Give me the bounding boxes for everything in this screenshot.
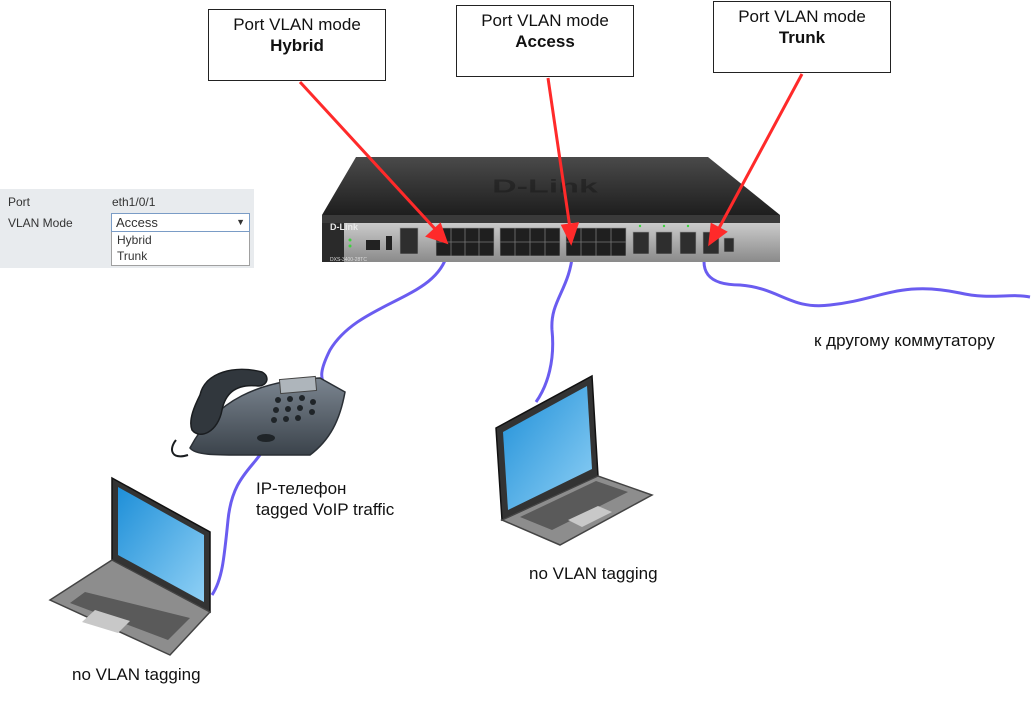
switch-model: DXS-3400-28TC (330, 257, 367, 263)
arrow-hybrid (298, 80, 438, 232)
cable-trunk (702, 247, 1031, 308)
callout-access: Port VLAN mode Access (456, 5, 634, 77)
port-label: Port (8, 195, 31, 209)
callout-hybrid-title: Port VLAN mode (233, 15, 361, 34)
other-switch-label: к другому коммутатору (814, 331, 995, 350)
callout-hybrid: Port VLAN mode Hybrid (208, 9, 386, 81)
arrow-trunk (716, 73, 804, 231)
vlan-mode-options: Hybrid Trunk (111, 232, 250, 266)
switch-top (322, 157, 780, 215)
dlink-switch: D-Link DXS-3400-28TC D-Link (322, 157, 780, 263)
option-trunk[interactable]: Trunk (117, 249, 148, 263)
callout-access-title: Port VLAN mode (481, 11, 609, 30)
callout-trunk-title: Port VLAN mode (738, 7, 866, 26)
dropdown-arrow-icon[interactable]: ▼ (236, 217, 245, 227)
arrow-access (546, 77, 572, 229)
ip-phone (171, 368, 346, 458)
arrows (298, 73, 804, 247)
phone-label: IP-телефон (256, 479, 347, 498)
phone-traffic-label: tagged VoIP traffic (256, 500, 395, 519)
port-value: eth1/0/1 (112, 195, 156, 209)
option-hybrid[interactable]: Hybrid (117, 233, 152, 247)
callout-hybrid-mode: Hybrid (270, 36, 324, 55)
callout-access-mode: Access (515, 32, 575, 51)
vlan-mode-label: VLAN Mode (8, 216, 73, 230)
vlan-mode-select[interactable]: Access ▼ (111, 213, 250, 232)
cable-hybrid (320, 249, 450, 386)
cable-phone-to-laptop (210, 451, 264, 596)
callout-trunk-mode: Trunk (778, 28, 826, 47)
laptop-center (495, 374, 654, 546)
callout-trunk: Port VLAN mode Trunk (713, 1, 891, 73)
laptop-left (48, 476, 212, 656)
laptop-left-label: no VLAN tagging (72, 665, 201, 684)
vlan-config-panel: Port eth1/0/1 VLAN Mode Access ▼ Hybrid … (0, 189, 254, 268)
laptop-center-label: no VLAN tagging (529, 564, 658, 583)
switch-front-logo: D-Link (330, 222, 359, 232)
cable-access (534, 249, 575, 403)
switch-top-logo: D-Link (492, 175, 599, 196)
vlan-mode-selected: Access (116, 215, 158, 230)
